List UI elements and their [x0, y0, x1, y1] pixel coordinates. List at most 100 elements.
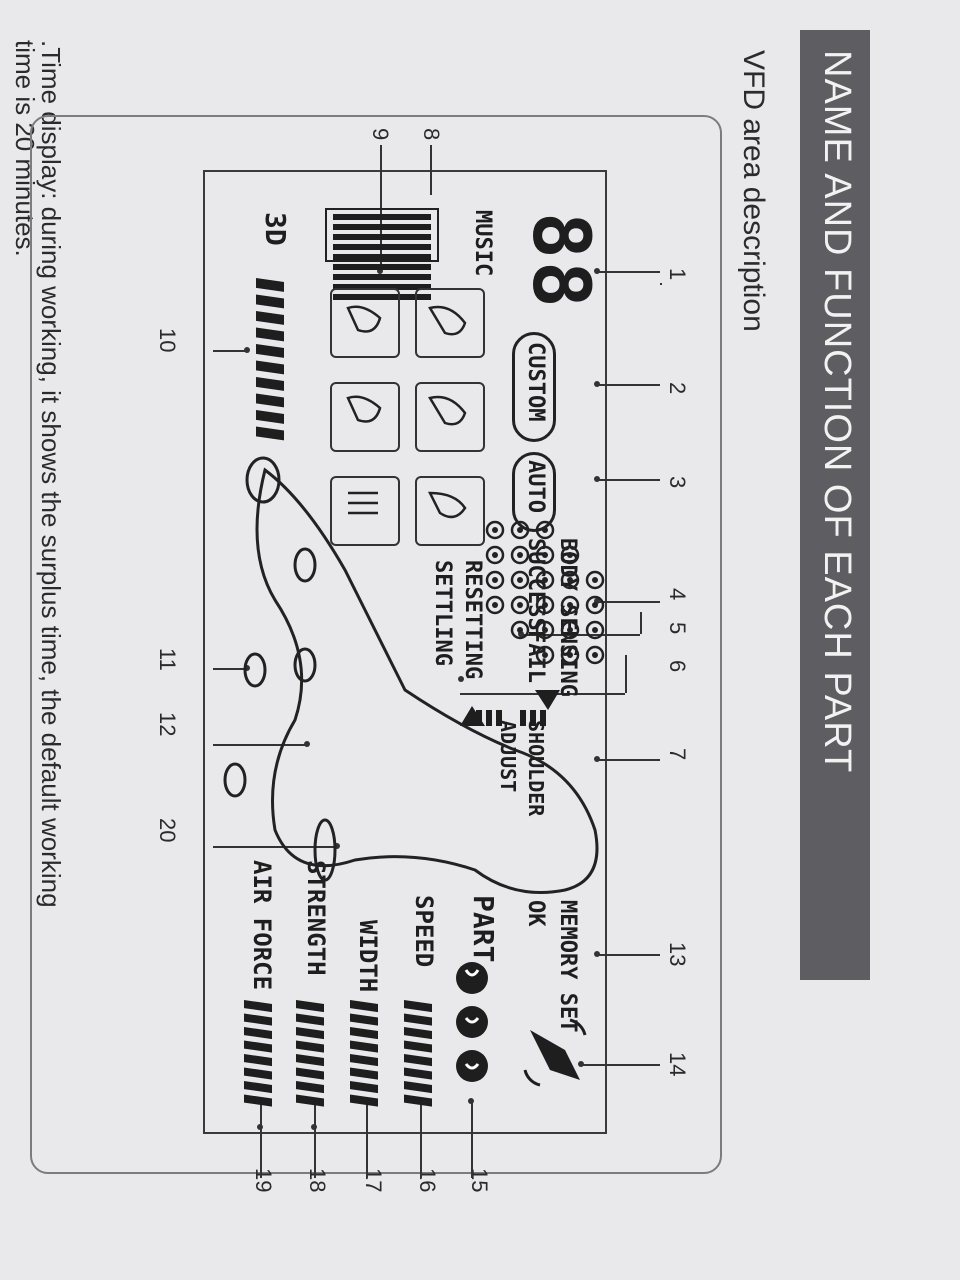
meter-speed-segment: [404, 1027, 432, 1040]
callout-6: 6: [665, 660, 690, 673]
acupoint-icon: [560, 595, 580, 615]
music-meter-bar: [333, 224, 431, 230]
vfd-display-frame: [203, 170, 607, 1134]
meter-width-segment: [350, 1027, 378, 1040]
acupoint-icon: [510, 595, 530, 615]
acupoint-icon: [535, 570, 555, 590]
callout-17: 17: [361, 1168, 386, 1193]
air-force-meter: [244, 1000, 272, 1107]
callout-14: 14: [665, 1052, 690, 1077]
callout-9: 9: [368, 128, 393, 141]
acupoint-icon: [535, 520, 555, 540]
meter-speed-segment: [404, 1081, 432, 1094]
meter-speed-segment: [404, 1094, 432, 1107]
hand-press-icon: [330, 382, 400, 452]
acupoint-icon: [535, 595, 555, 615]
callout-11: 11: [155, 648, 180, 671]
page-title: NAME AND FUNCTION OF EACH PART: [816, 50, 858, 774]
part-full-body-icon: [456, 962, 488, 994]
acupoint-icon: [585, 570, 605, 590]
meter-3d-segment: [256, 278, 284, 292]
vfd-outer-frame: [30, 115, 722, 1174]
meter-3d-segment: [256, 344, 284, 358]
callout-13: 13: [665, 942, 690, 967]
callout-15: 15: [467, 1168, 492, 1193]
meter-3d-segment: [256, 393, 284, 408]
meter-air-segment: [244, 1067, 272, 1080]
acupoint-icon: [585, 645, 605, 665]
acupoint-icon: [485, 570, 505, 590]
acupoint-icon: [585, 620, 605, 640]
acupoint-icon: [560, 620, 580, 640]
meter-strength-segment: [296, 1027, 324, 1040]
callout-20: 20: [155, 818, 180, 843]
acupoint-icon: [585, 595, 605, 615]
meter-speed-segment: [404, 1067, 432, 1080]
meter-air-segment: [244, 1094, 272, 1107]
legs-air-icon: [330, 476, 400, 546]
music-meter-bar: [333, 234, 431, 240]
meter-air-segment: [244, 1000, 272, 1013]
music-meter-bar: [333, 284, 431, 290]
part-lower-body-icon: [456, 1050, 488, 1082]
hand-roll-icon: [415, 382, 485, 452]
meter-width-segment: [350, 1000, 378, 1013]
callout-5: 5: [665, 622, 690, 635]
acupoint-icon: [510, 520, 530, 540]
acupoint-icon: [560, 570, 580, 590]
meter-width-segment: [350, 1013, 378, 1026]
meter-speed-segment: [404, 1013, 432, 1026]
callout-12: 12: [155, 712, 180, 737]
section-subtitle: VFD area description: [737, 50, 770, 332]
part-icons: [456, 962, 488, 1082]
acupoint-icon: [535, 620, 555, 640]
meter-speed-segment: [404, 1000, 432, 1013]
three-d-meter: [256, 278, 284, 441]
callout-19: 19: [251, 1168, 276, 1193]
callout-16: 16: [415, 1168, 440, 1193]
music-label: MUSIC: [470, 210, 495, 277]
meter-3d-segment: [256, 294, 284, 309]
speed-meter: [404, 1000, 432, 1107]
meter-3d-segment: [256, 360, 284, 375]
custom-indicator: [512, 332, 556, 442]
meter-3d-segment: [256, 327, 284, 342]
callout-18: 18: [305, 1168, 330, 1193]
header-band: [800, 30, 870, 980]
music-meter-bar: [333, 274, 431, 280]
meter-width-segment: [350, 1067, 378, 1080]
acupoint-icon: [535, 645, 555, 665]
shoulder-adjust-arrows-icon: [460, 690, 560, 726]
meter-speed-segment: [404, 1040, 432, 1053]
meter-air-segment: [244, 1040, 272, 1053]
acupoint-icon: [510, 620, 530, 640]
width-meter: [350, 1000, 378, 1107]
acupoint-icon: [485, 520, 505, 540]
meter-speed-segment: [404, 1054, 432, 1067]
callout-4: 4: [665, 588, 690, 601]
body-outline-icon: [223, 456, 605, 894]
meter-strength-segment: [296, 1000, 324, 1013]
callout-10: 10: [155, 328, 180, 353]
meter-strength-segment: [296, 1094, 324, 1107]
meter-strength-segment: [296, 1081, 324, 1094]
callout-3: 3: [665, 476, 690, 489]
meter-strength-segment: [296, 1054, 324, 1067]
auto-indicator: [512, 452, 556, 532]
callout-2: 2: [665, 382, 690, 395]
music-meter-bar: [333, 214, 431, 220]
music-meter-bar: [333, 264, 431, 270]
callout-1: 1: [665, 268, 690, 281]
meter-width-segment: [350, 1040, 378, 1053]
music-meter-bar: [333, 294, 431, 300]
music-meter-bar: [333, 244, 431, 250]
acupoint-icon: [535, 545, 555, 565]
meter-width-segment: [350, 1081, 378, 1094]
callout-7: 7: [665, 748, 690, 761]
custom-label: CUSTOM: [523, 342, 548, 422]
acupoint-icon: [510, 570, 530, 590]
time-digits: 88: [515, 212, 605, 310]
strength-meter: [296, 1000, 324, 1107]
acupoint-icon: [485, 545, 505, 565]
